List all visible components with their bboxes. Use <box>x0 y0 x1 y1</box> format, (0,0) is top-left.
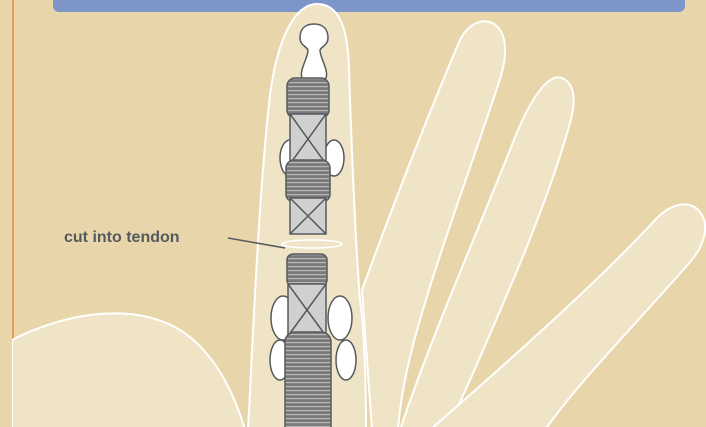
tendon-cut-marker <box>282 240 342 248</box>
knuckle-bulge-lower-right <box>328 296 352 340</box>
knuckle-bulge-base-right <box>336 340 356 380</box>
header-band <box>53 0 685 12</box>
tendon-band-below-cut <box>287 254 327 286</box>
tendon-cut-label: cut into tendon <box>64 228 180 248</box>
tendon-band-base <box>285 332 331 427</box>
tendon-band-distal <box>287 78 329 118</box>
tendon-band-middle <box>286 160 330 202</box>
